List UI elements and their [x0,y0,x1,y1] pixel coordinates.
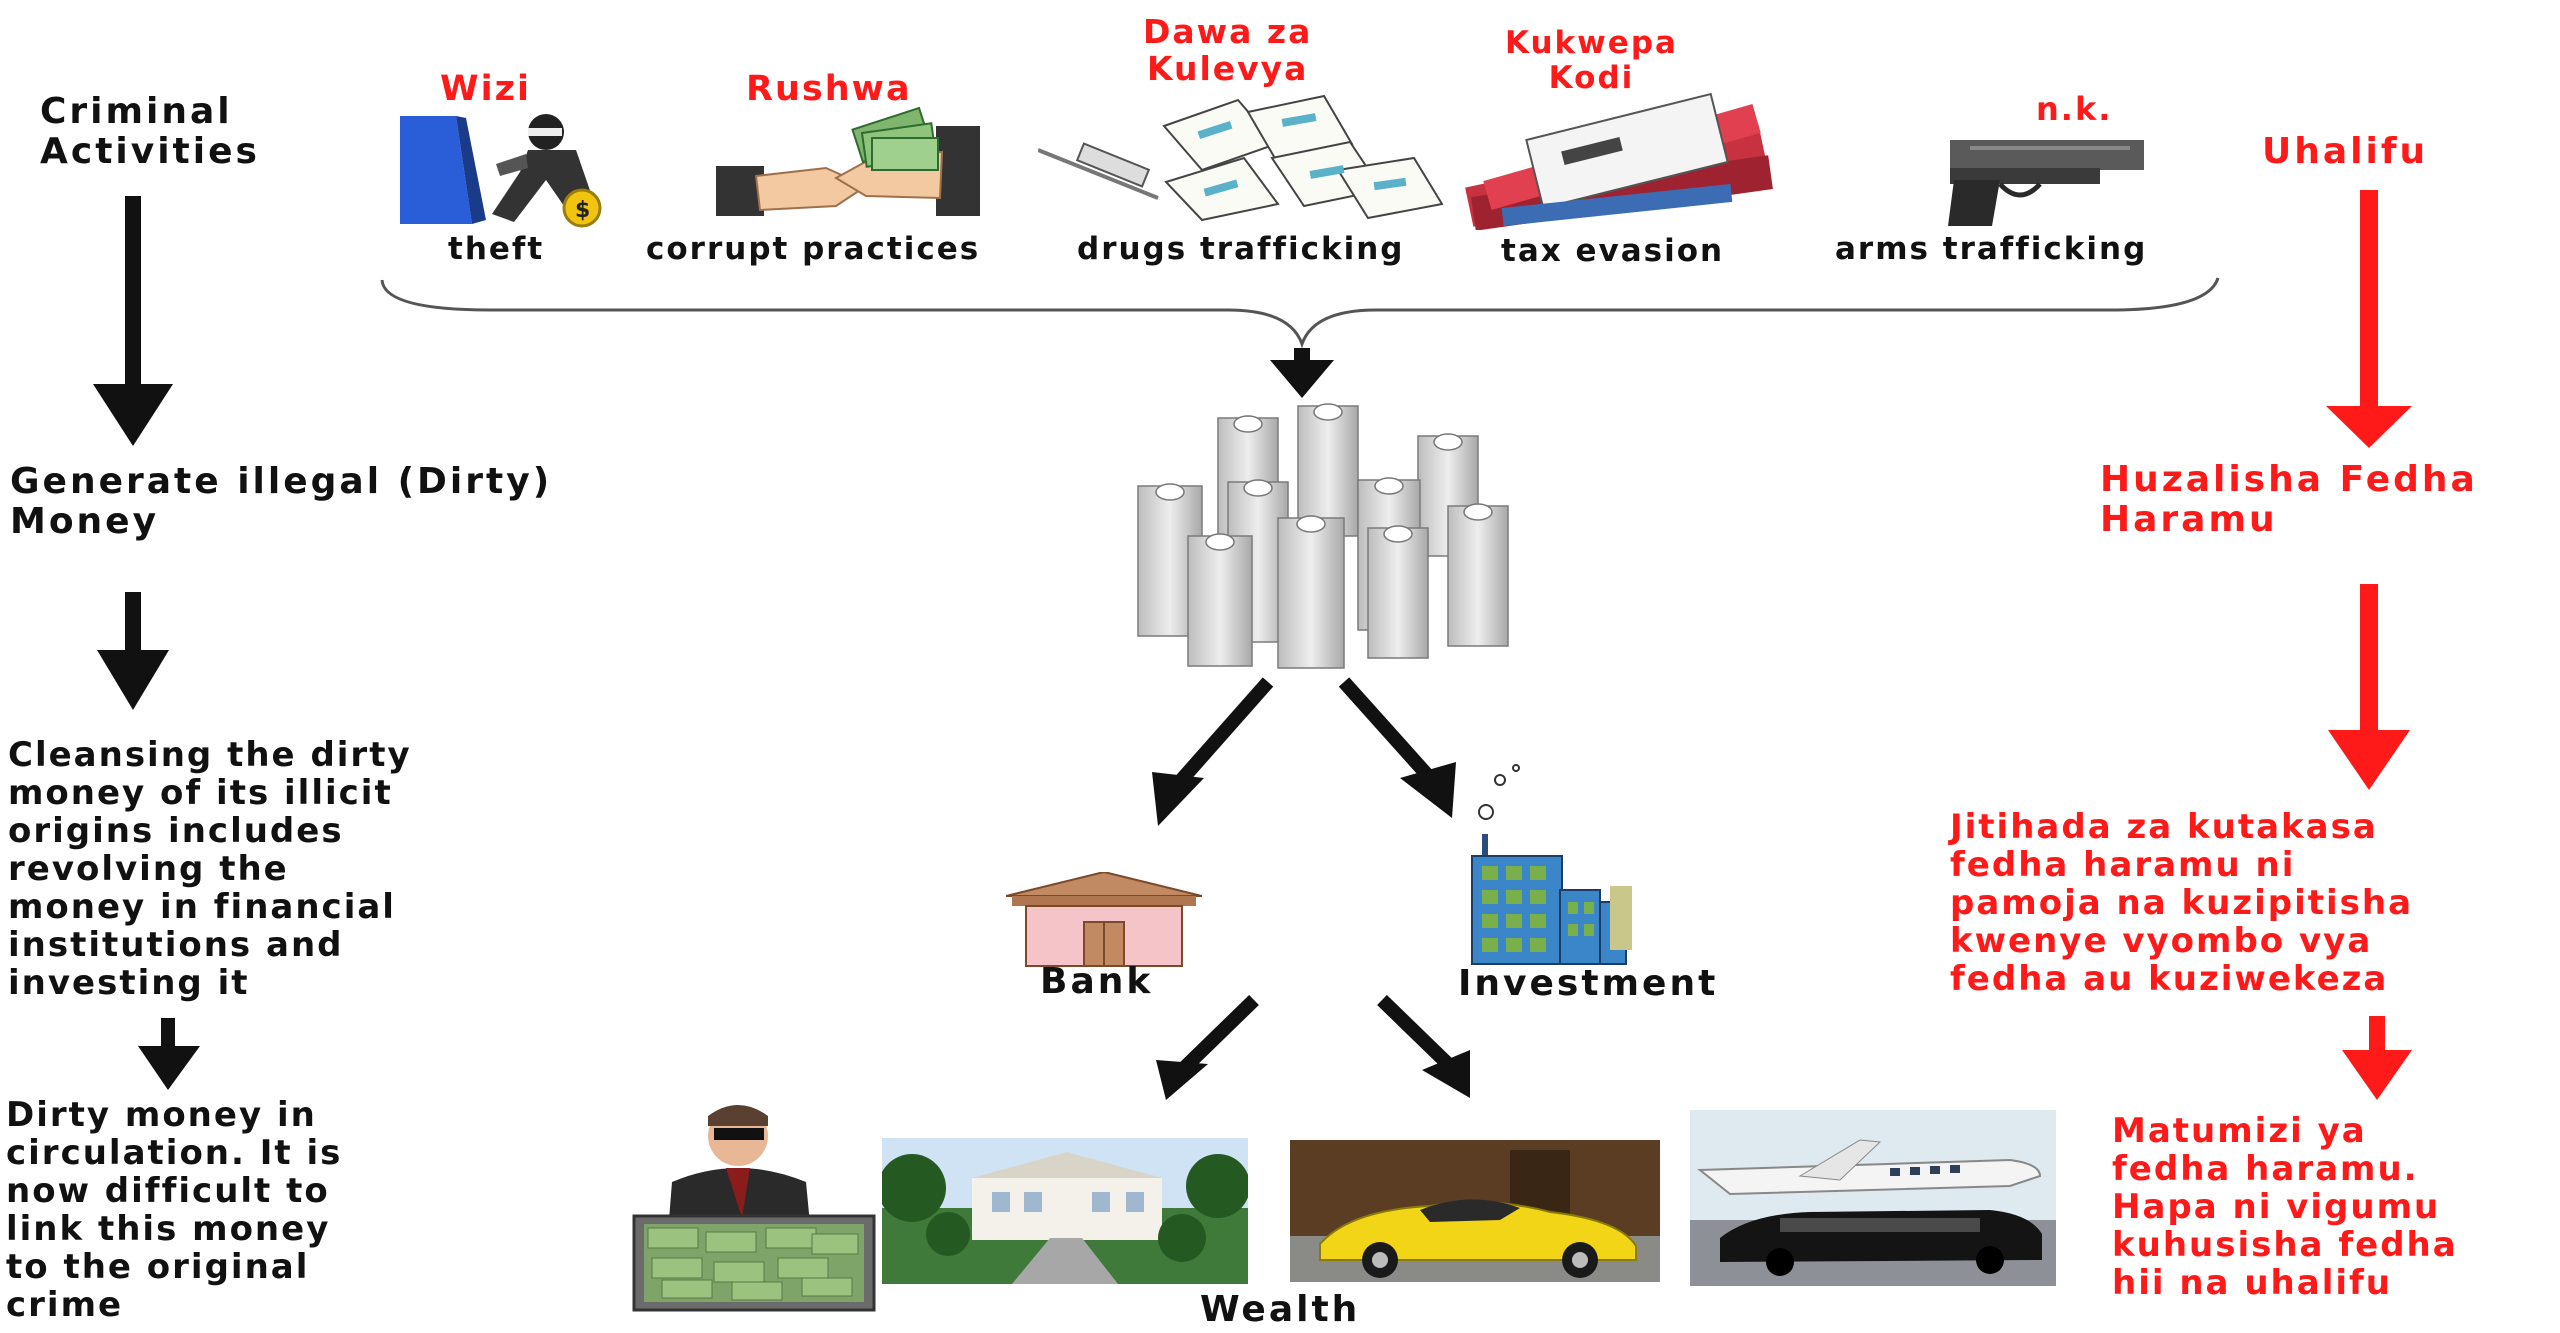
activity-swahili-tax: Kukwepa Kodi [1505,25,1678,96]
cleansing-label: Cleansing the dirty money of its illicit… [8,735,412,1004]
criminal-activities-label: Criminal Activities [40,91,260,173]
bank-label: Bank [1040,961,1154,1002]
generate-dirty-money-label: Generate illegal (Dirty) Money [10,461,553,543]
activity-swahili-corruption: Rushwa [746,69,912,109]
pistol-icon [1948,140,2144,226]
activity-swahili-drugs: Dawa za Kulevya [1143,12,1313,88]
huzalisha-label: Huzalisha Fedha Haramu [2100,459,2478,541]
money-stacks-icon [1137,403,1509,669]
mansion-photo [882,1138,1248,1284]
thief-icon: $ [400,114,602,228]
drugs-packets-icon [1038,94,1444,222]
jitihada-label: Jitihada za kutakasa fedha haramu ni pam… [1950,807,2414,1000]
sports-car-photo [1290,1140,1660,1282]
uhalifu-label: Uhalifu [2262,131,2429,172]
activity-english-drugs: drugs trafficking [1077,231,1405,267]
split-arrows [1152,677,1456,826]
activity-english-theft: theft [448,231,545,267]
activity-english-corruption: corrupt practices [646,231,981,267]
bank-icon [1006,872,1202,967]
activity-swahili-theft: Wizi [440,69,531,109]
wealth-arrows [1156,994,1470,1100]
man-with-cash-briefcase-icon [632,1105,876,1312]
activity-english-tax: tax evasion [1501,233,1725,269]
wealth-label: Wealth [1200,1289,1361,1330]
activity-english-arms: arms trafficking [1835,231,2148,267]
svg-text:$: $ [575,198,590,223]
bribe-handshake-icon [716,106,980,216]
limo-and-jet-photo [1690,1110,2056,1286]
tax-documents-icon [1465,92,1773,230]
investment-building-icon [1471,764,1632,965]
activity-swahili-etc: n.k. [2036,90,2113,128]
matumizi-label: Matumizi ya fedha haramu. Hapa ni vigumu… [2112,1111,2458,1304]
left-flow-arrows [93,196,200,1090]
circulation-label: Dirty money in circulation. It is now di… [6,1095,343,1326]
right-flow-arrows [2326,190,2412,1100]
activities-brace [380,277,2220,398]
investment-label: Investment [1458,963,1719,1004]
